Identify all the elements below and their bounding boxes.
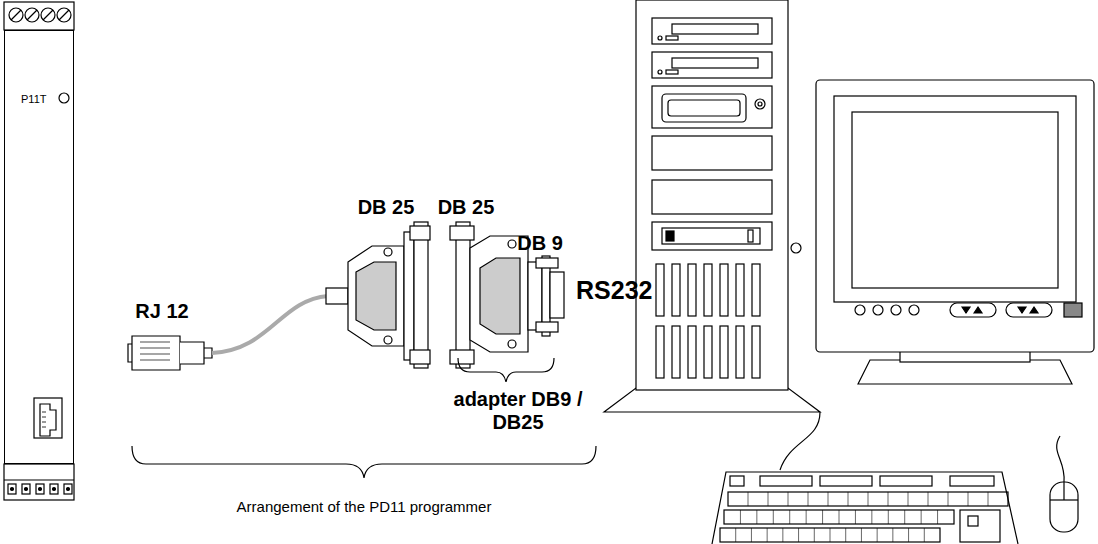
rj-socket	[34, 398, 62, 438]
adapter-label: adapter DB9 / DB25	[443, 388, 593, 434]
connector-label: DB 9	[517, 232, 563, 255]
device-top-terminals	[4, 2, 74, 30]
device-name: P11T	[21, 93, 46, 106]
pc-tower	[604, 0, 820, 412]
device-housing: P11T	[4, 30, 74, 464]
cable	[212, 296, 328, 353]
adapter-brace	[458, 358, 554, 382]
keyboard	[712, 472, 1018, 544]
mouse	[1050, 436, 1078, 532]
programmer-brace	[132, 446, 596, 478]
connector-label: RJ 12	[135, 300, 188, 323]
device-bottom-terminals	[4, 464, 74, 500]
connector-label: DB 25	[438, 196, 495, 219]
monitor	[816, 80, 1094, 384]
db25-connector	[326, 222, 430, 368]
caption-label: Arrangement of the PD11 programmer	[237, 498, 492, 515]
keyboard-cord	[780, 412, 820, 470]
status-led	[59, 93, 69, 103]
connector-label: DB 25	[358, 196, 415, 219]
port-label: RS232	[576, 276, 652, 305]
rj12-plug	[128, 336, 212, 370]
adapter	[450, 222, 564, 368]
